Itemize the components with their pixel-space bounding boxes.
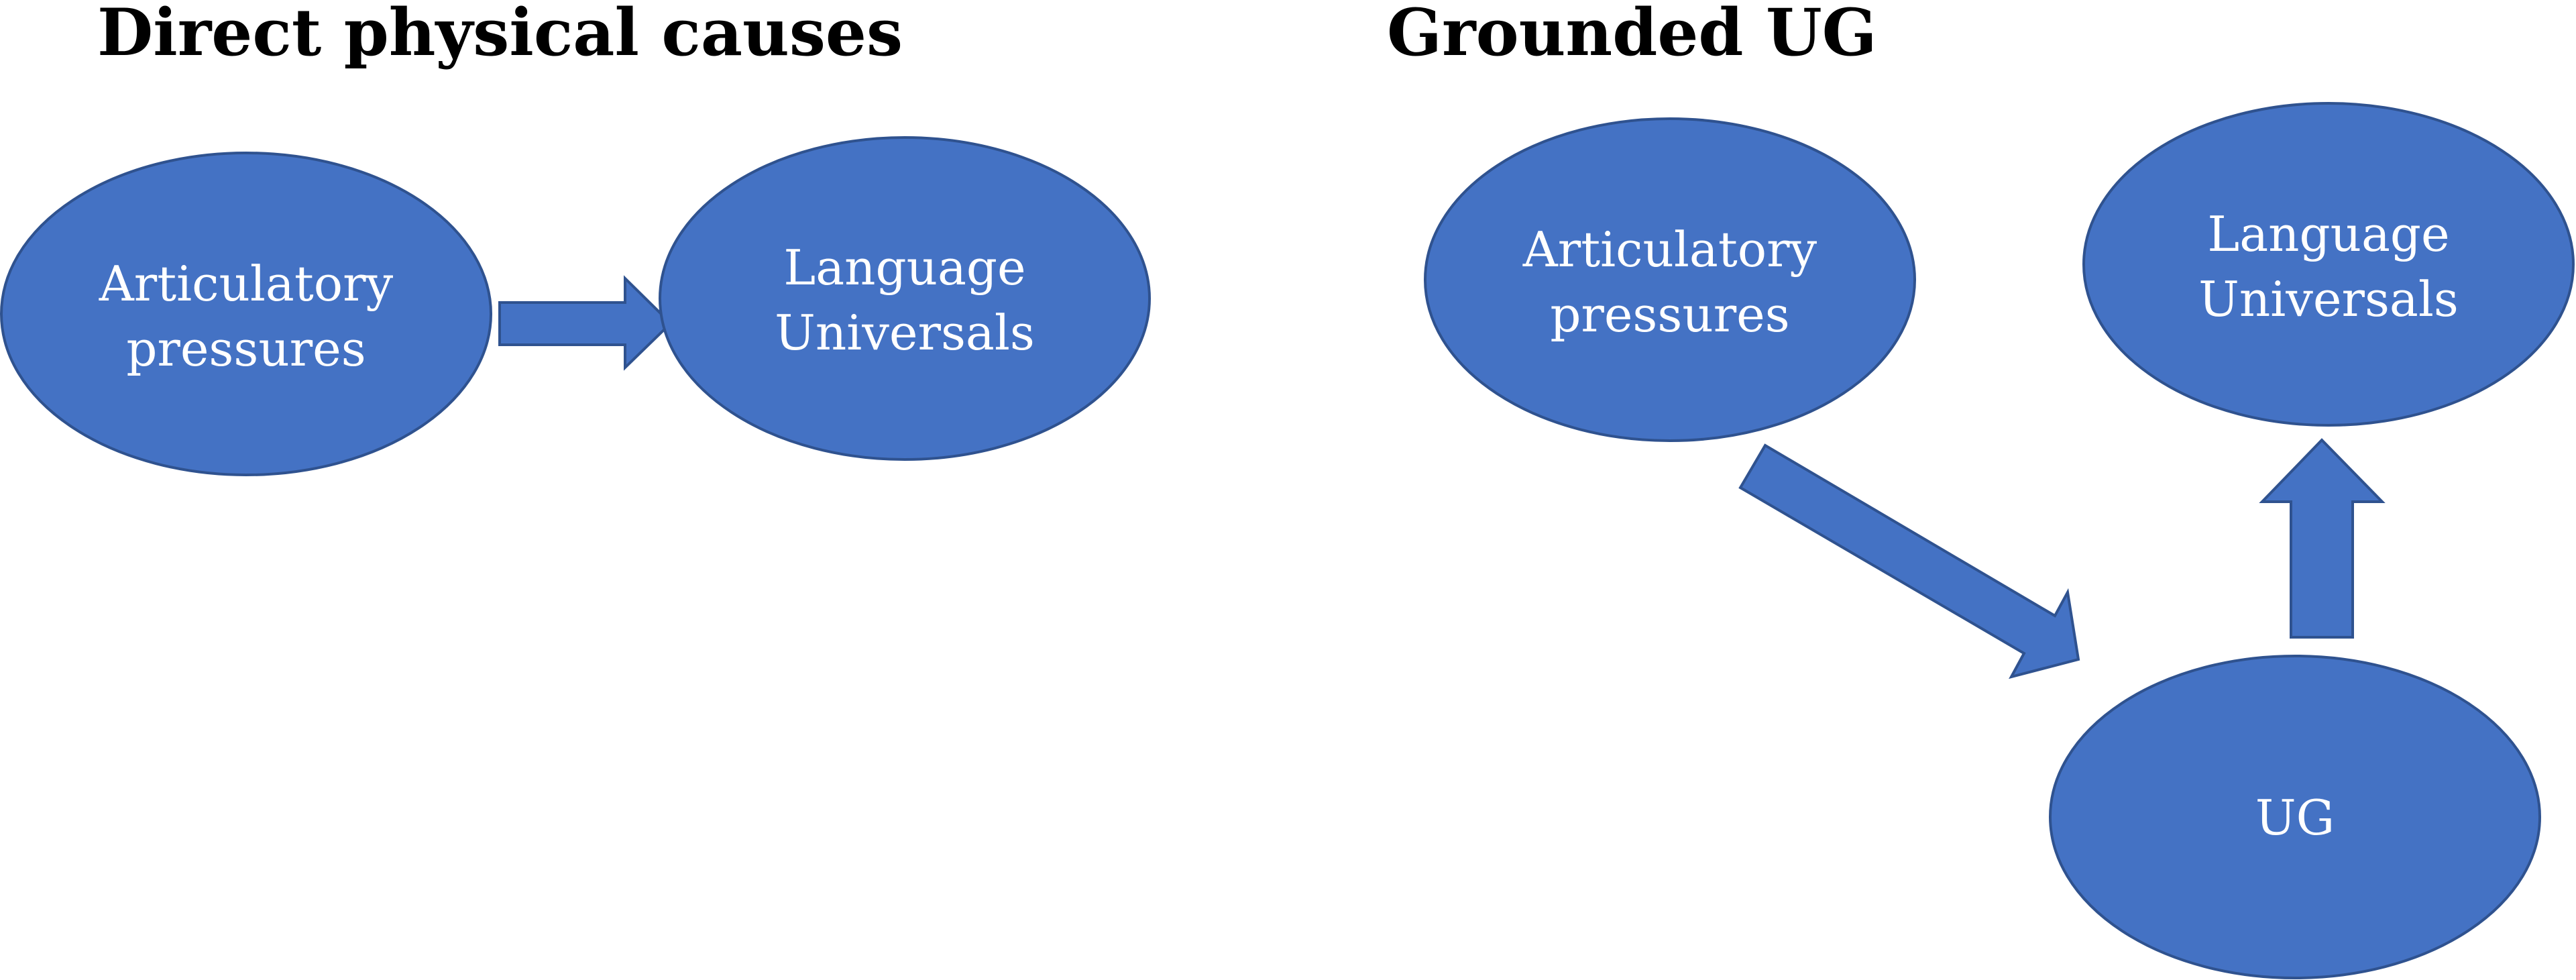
node-universals-label-line1: Language — [783, 239, 1025, 296]
node-articulatory-pressures-grounded: Articulatory pressures — [1424, 117, 1916, 442]
panel-direct-physical-causes: Direct physical causes Articulatory pres… — [0, 0, 1151, 476]
node-articulatory-pressures: Articulatory pressures — [0, 152, 492, 476]
node-articulatory-grounded-label-line1: Articulatory — [1522, 221, 1817, 278]
node-articulatory-ellipse — [0, 152, 492, 476]
node-language-universals-grounded: Language Universals — [2082, 102, 2575, 427]
panel-title-direct: Direct physical causes — [97, 0, 903, 70]
node-universals-grounded-label-line2: Universals — [2198, 271, 2459, 327]
node-language-universals: Language Universals — [659, 136, 1151, 461]
panel-grounded-ug: Grounded UG Articulatory pressures Langu… — [1387, 0, 2575, 979]
node-articulatory-grounded-ellipse — [1424, 117, 1916, 442]
node-articulatory-grounded-label-line2: pressures — [1550, 286, 1789, 343]
node-ug-ellipse — [2049, 655, 2541, 979]
node-articulatory-label-line2: pressures — [126, 321, 366, 377]
node-universals-label-line2: Universals — [775, 305, 1035, 361]
arrow-ug-to-universals — [2259, 438, 2386, 639]
arrow-articulatory-to-universals — [498, 275, 673, 371]
panel-title-grounded: Grounded UG — [1387, 0, 1877, 70]
arrow-articulatory-to-ug — [1738, 443, 2080, 679]
node-universals-grounded-label-line1: Language — [2207, 206, 2449, 262]
node-ug-label: UG — [2255, 790, 2335, 846]
node-ug: UG — [2049, 655, 2541, 979]
node-universals-grounded-ellipse — [2082, 102, 2575, 427]
node-articulatory-label-line1: Articulatory — [99, 256, 394, 312]
node-universals-ellipse — [659, 136, 1151, 461]
